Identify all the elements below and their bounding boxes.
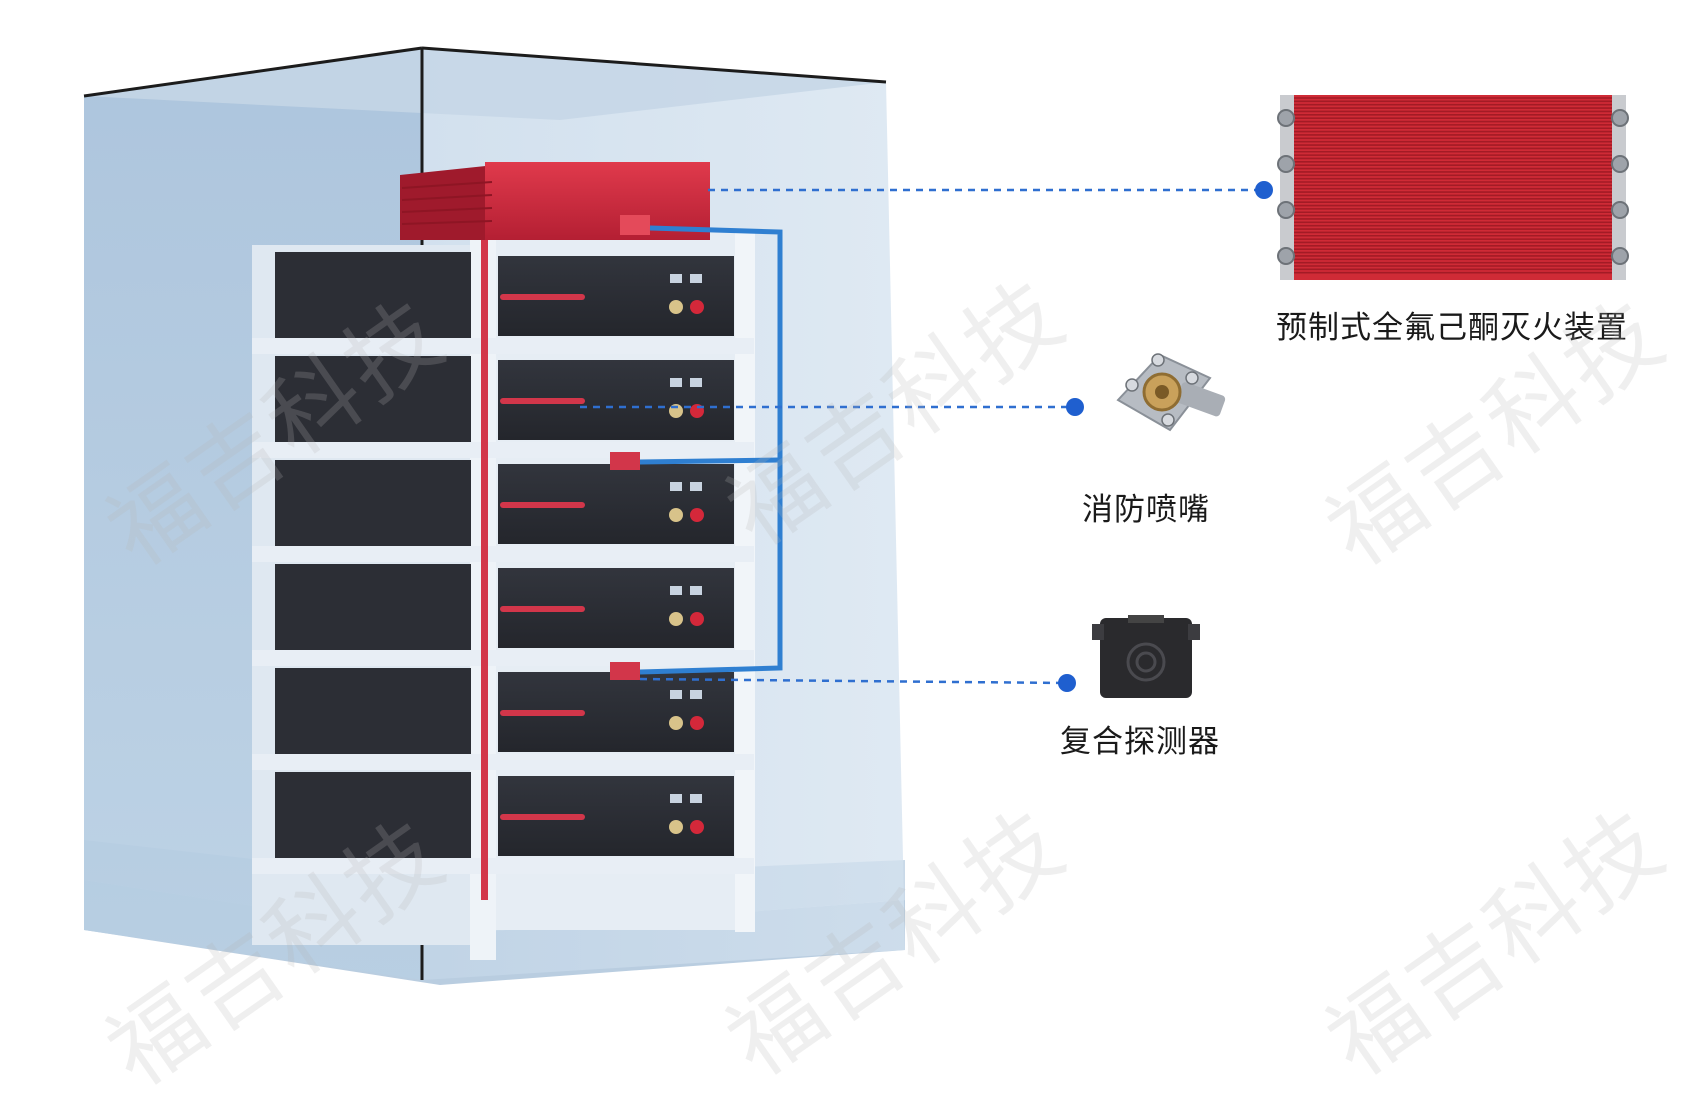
label-extinguisher-device: 预制式全氟己酮灭火装置 (1276, 310, 1628, 346)
cabinet-top-edge (83, 46, 423, 98)
detector-mount (610, 662, 640, 680)
agent-pipe (639, 225, 783, 675)
agent-pipe-branch (639, 457, 781, 465)
extinguisher-box-side (400, 165, 495, 240)
battery-module (252, 668, 754, 770)
label-fire-nozzle: 消防喷嘴 (1082, 492, 1210, 528)
composite-detector-image (1092, 615, 1200, 698)
cabinet-top (84, 48, 886, 120)
battery-module (252, 772, 754, 874)
battery-module (252, 356, 754, 458)
cabinet-top-edge-right (421, 46, 887, 84)
nozzle-mount (610, 452, 640, 470)
battery-module (252, 460, 754, 562)
label-composite-detector: 复合探测器 (1060, 724, 1220, 760)
callout-dot-detector (1058, 674, 1076, 692)
extinguisher-box-fins (401, 181, 493, 225)
callout-dot-extinguisher (1255, 181, 1273, 199)
battery-module (252, 252, 754, 354)
extinguisher-outlet (620, 215, 650, 235)
battery-module (252, 564, 754, 666)
fire-nozzle-image (1116, 353, 1226, 432)
callout-line-detector (639, 677, 1065, 685)
extinguisher-device-image (1277, 95, 1629, 280)
cable-riser (481, 190, 488, 900)
rack-post-right (735, 232, 755, 932)
callout-dot-nozzle (1066, 398, 1084, 416)
